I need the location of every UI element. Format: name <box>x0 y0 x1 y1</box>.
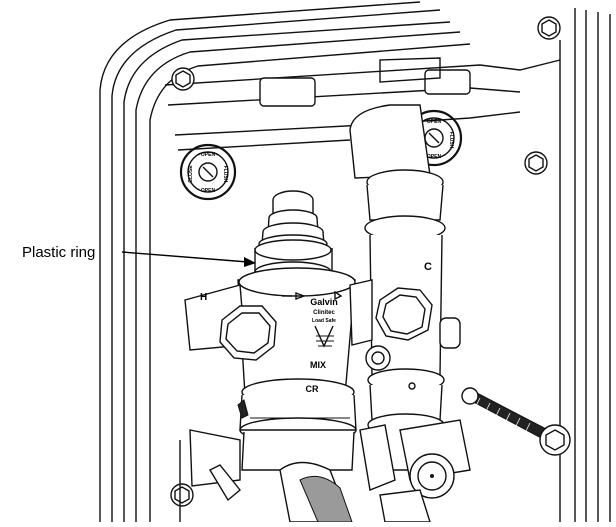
cr-mark: CR <box>306 384 319 394</box>
cold-hex-cap <box>375 287 433 341</box>
hex-screw-mid-right <box>524 151 548 175</box>
brand-mark: Galvin <box>310 297 338 307</box>
tmv-body: Galvin Clinitec Load Safe MIX H <box>184 190 373 396</box>
valve-left-open-text: OPEN <box>201 152 216 158</box>
safety-mark: Load Safe <box>312 318 336 324</box>
side-fitting <box>365 317 461 371</box>
valve-left-close-text: CLOSE <box>188 165 194 183</box>
lower-fittings <box>179 419 471 523</box>
isolation-valve-left: OPEN OPEN FLUSH CLOSE <box>179 143 237 201</box>
hot-label: H <box>200 292 207 303</box>
long-bolt <box>461 387 571 456</box>
valve-right-open-text: OPEN <box>427 119 442 125</box>
mix-mark: MIX <box>310 360 326 370</box>
hex-screw-top-left <box>171 67 195 91</box>
hex-screw-bottom-left <box>170 483 194 507</box>
lower-collar: CR <box>237 378 357 471</box>
callout-arrowhead <box>244 257 256 267</box>
hex-screw-top-right <box>537 16 561 40</box>
cold-label: C <box>424 261 432 273</box>
valve-right-flush-text: FLUSH <box>448 132 454 149</box>
valve-right-open-text-2: OPEN <box>427 154 442 160</box>
hot-hex-cap <box>219 305 277 361</box>
model-mark: Clinitec <box>313 310 335 316</box>
callout-label: Plastic ring <box>22 244 95 261</box>
valve-left-flush-text: FLUSH <box>222 166 228 183</box>
callout-leader-line <box>121 251 249 263</box>
callout: Plastic ring <box>22 244 256 267</box>
valve-left-open-text-2: OPEN <box>201 188 216 194</box>
